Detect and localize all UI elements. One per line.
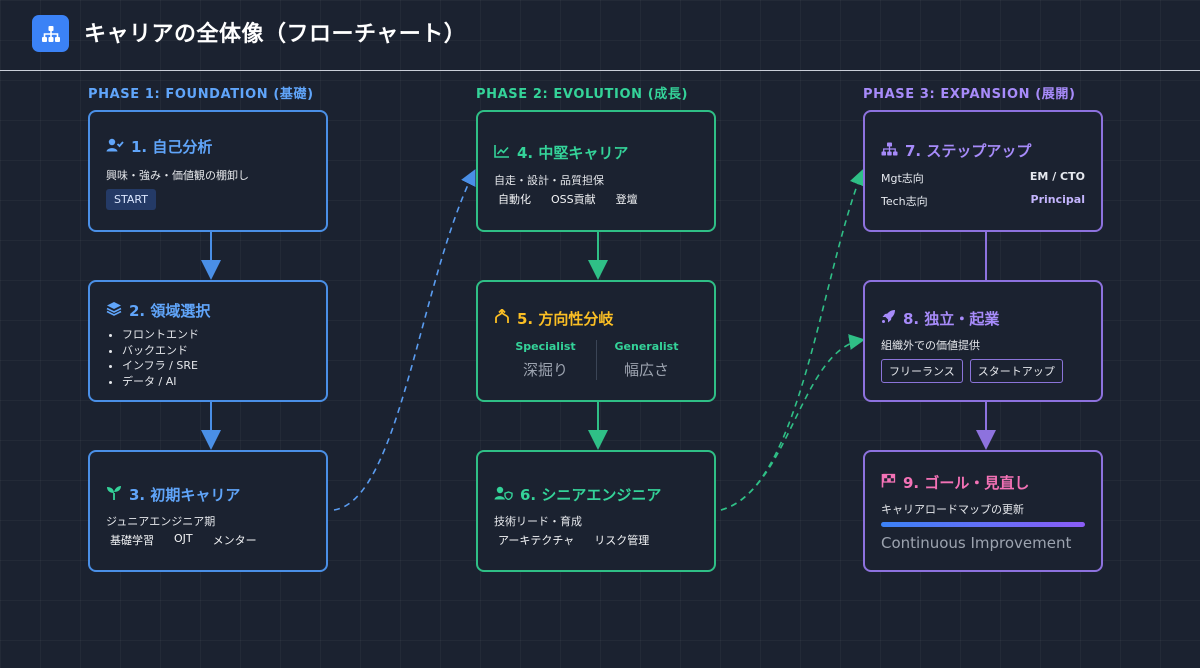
node-mid-career[interactable]: 4. 中堅キャリア 自走・設計・品質担保 自動化 OSS貢献 登壇 xyxy=(476,110,716,232)
tag-group: アーキテクチャ リスク管理 xyxy=(494,532,653,548)
user-check-icon xyxy=(106,138,124,156)
tag: OSS貢献 xyxy=(551,193,596,206)
progress-fill xyxy=(881,522,1085,527)
phase-label-1: PHASE 1: FOUNDATION (基礎) xyxy=(88,87,314,102)
footer-text: Continuous Improvement xyxy=(881,534,1072,552)
progress-bar xyxy=(881,522,1085,527)
tag: フリーランス xyxy=(881,359,963,383)
path-row: Mgt志向 EM / CTO xyxy=(881,170,1085,186)
node-direction-branch[interactable]: 5. 方向性分岐 Specialist 深掘り Generalist 幅広さ xyxy=(476,280,716,402)
generalist-label: Generalist xyxy=(614,340,679,353)
node-title: 3. 初期キャリア xyxy=(129,486,241,504)
tag: 自動化 xyxy=(498,193,531,206)
branch-options: Specialist 深掘り Generalist 幅広さ xyxy=(478,340,714,380)
node-description: 自走・設計・品質担保 xyxy=(494,174,604,187)
flag-checkered-icon xyxy=(881,473,896,492)
generalist-value: 幅広さ xyxy=(623,361,669,379)
tag: アーキテクチャ xyxy=(498,534,575,547)
list-item: バックエンド xyxy=(122,343,199,359)
chart-line-icon xyxy=(494,144,510,162)
tag: 基礎学習 xyxy=(110,534,154,547)
node-domain-select[interactable]: 2. 領域選択 フロントエンド バックエンド インフラ / SRE データ / … xyxy=(88,280,328,402)
tag-group: 自動化 OSS貢献 登壇 xyxy=(494,191,642,207)
node-title: 8. 独立・起業 xyxy=(903,310,1000,328)
user-shield-icon xyxy=(494,486,513,504)
phase-label-3: PHASE 3: EXPANSION (展開) xyxy=(863,87,1076,102)
layers-icon xyxy=(106,301,122,320)
domain-list: フロントエンド バックエンド インフラ / SRE データ / AI xyxy=(106,327,199,389)
node-title: 2. 領域選択 xyxy=(129,302,211,320)
node-early-career[interactable]: 3. 初期キャリア ジュニアエンジニア期 基礎学習 OJT メンター xyxy=(88,450,328,572)
list-item: インフラ / SRE xyxy=(122,358,199,374)
tag-group: フリーランス スタートアップ xyxy=(881,359,1063,383)
path-label: Tech志向 xyxy=(881,195,928,208)
node-title: 1. 自己分析 xyxy=(131,138,213,156)
code-branch-icon xyxy=(494,308,510,328)
tag: OJT xyxy=(174,532,193,545)
node-description: 技術リード・育成 xyxy=(494,515,582,528)
seedling-icon xyxy=(106,485,122,504)
divider xyxy=(595,340,597,380)
specialist-option: Specialist 深掘り xyxy=(500,340,592,380)
node-title: 5. 方向性分岐 xyxy=(517,310,614,328)
arrow-6-8 xyxy=(720,334,866,511)
tag: スタートアップ xyxy=(969,359,1063,383)
node-self-analysis[interactable]: 1. 自己分析 興味・強み・価値観の棚卸し START xyxy=(88,110,328,232)
node-description: ジュニアエンジニア期 xyxy=(106,515,216,528)
node-description: キャリアロードマップの更新 xyxy=(881,503,1024,516)
tag-group: 基礎学習 OJT メンター xyxy=(106,532,261,548)
arrow-6-7 xyxy=(720,169,865,511)
node-goal-review[interactable]: 9. ゴール・見直し キャリアロードマップの更新 Continuous Impr… xyxy=(863,450,1103,572)
node-title: 9. ゴール・見直し xyxy=(903,474,1030,492)
sitemap-icon xyxy=(32,15,69,52)
rocket-icon xyxy=(881,309,896,328)
sitemap-icon xyxy=(881,142,898,160)
node-senior-engineer[interactable]: 6. シニアエンジニア 技術リード・育成 アーキテクチャ リスク管理 xyxy=(476,450,716,572)
node-description: 興味・強み・価値観の棚卸し xyxy=(106,169,249,182)
tag: メンター xyxy=(212,534,257,547)
phase-label-2: PHASE 2: EVOLUTION (成長) xyxy=(476,87,688,102)
header: キャリアの全体像（フローチャート） xyxy=(0,0,1200,71)
arrow-3-4 xyxy=(333,169,476,511)
path-label: Mgt志向 xyxy=(881,172,924,185)
list-item: フロントエンド xyxy=(122,327,199,343)
tag: リスク管理 xyxy=(594,534,650,547)
node-description: 組織外での価値提供 xyxy=(881,339,980,352)
path-value: EM / CTO xyxy=(1029,170,1085,183)
node-title: 7. ステップアップ xyxy=(905,142,1032,160)
path-value: Principal xyxy=(1030,193,1085,206)
generalist-option: Generalist 幅広さ xyxy=(601,340,693,380)
specialist-value: 深掘り xyxy=(522,361,568,379)
start-badge: START xyxy=(106,189,156,210)
node-title: 6. シニアエンジニア xyxy=(520,486,662,504)
node-step-up[interactable]: 7. ステップアップ Mgt志向 EM / CTO Tech志向 Princip… xyxy=(863,110,1103,232)
list-item: データ / AI xyxy=(122,374,199,390)
specialist-label: Specialist xyxy=(515,340,576,353)
tag: 登壇 xyxy=(615,193,638,206)
path-row: Tech志向 Principal xyxy=(881,193,1085,209)
page-title: キャリアの全体像（フローチャート） xyxy=(84,22,467,47)
node-independence[interactable]: 8. 独立・起業 組織外での価値提供 フリーランス スタートアップ xyxy=(863,280,1103,402)
node-title: 4. 中堅キャリア xyxy=(517,144,629,162)
